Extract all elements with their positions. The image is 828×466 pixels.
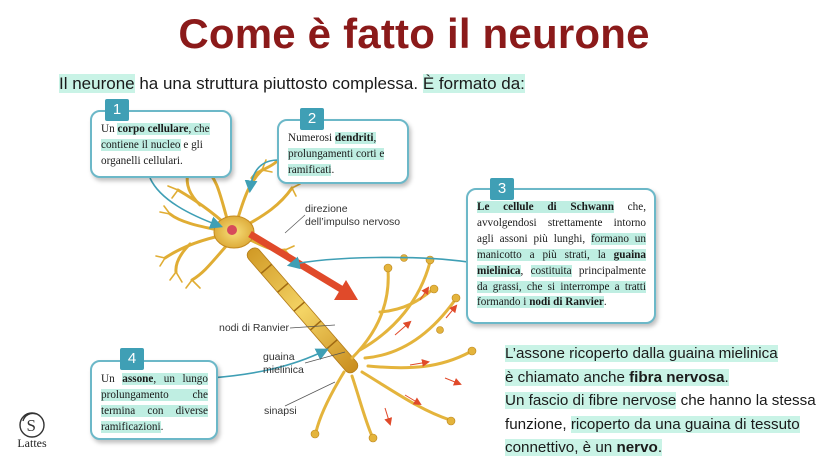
badge-1: 1 (105, 99, 129, 121)
term-nodi-ranvier: nodi di Ranvier (529, 296, 604, 309)
term-corpo-cellulare: corpo cellulare (117, 123, 189, 135)
svg-text:S: S (27, 416, 36, 435)
info-box-schwann: Le cellule di Schwann che, avvolgendosi … (466, 188, 656, 324)
summary-text: L’assone ricoperto dalla guaina mielinic… (505, 345, 816, 457)
leader-lines (284, 214, 346, 407)
badge-4: 4 (120, 348, 144, 370)
info-box-cell-body: Un corpo cellulare, che contiene il nucl… (90, 110, 232, 178)
info-box-dendrites: Numerosi dendriti, prolungamenti corti e… (277, 119, 409, 184)
term-nervo: nervo (616, 439, 658, 457)
term-dendriti: dendriti (334, 132, 374, 144)
impulse-arrows (384, 286, 462, 426)
intro-middle: ha una struttura piuttosto complessa. (134, 74, 423, 93)
badge-2: 2 (300, 108, 324, 130)
impulse-direction-arrowhead (334, 280, 358, 300)
term-fibra-nervosa: fibra nervosa (629, 368, 725, 386)
nucleus (227, 225, 237, 235)
intro-text: Il neurone ha una struttura piuttosto co… (59, 74, 525, 94)
intro-highlight-formato: È formato da: (422, 74, 525, 93)
intro-highlight-neurone: Il neurone (59, 74, 135, 93)
label-myelin: guaina mielinica (263, 351, 304, 376)
axon (246, 247, 359, 374)
badge-3: 3 (490, 178, 514, 200)
page-title: Come è fatto il neurone (178, 10, 650, 57)
summary-line-1: L’assone ricoperto dalla guaina mielinic… (505, 345, 778, 362)
info-box-axon: Un assone, un lungo prolungamento che te… (90, 360, 218, 440)
term-cellule-schwann: Le cellule di Schwann (477, 201, 614, 213)
label-ranvier: nodi di Ranvier (219, 322, 290, 334)
logo-name: Lattes (17, 436, 47, 450)
lattes-logo-icon: S (19, 412, 45, 438)
axon-terminals (314, 260, 472, 438)
term-assone: assone (122, 373, 154, 385)
label-impulse-direction: direzione dell’impulso nervoso (305, 203, 401, 228)
lattes-logo: Lattes (12, 400, 52, 451)
pointer-arrows (149, 159, 469, 379)
label-synapses: sinapsi (264, 405, 297, 417)
synapse-buttons (310, 254, 477, 443)
